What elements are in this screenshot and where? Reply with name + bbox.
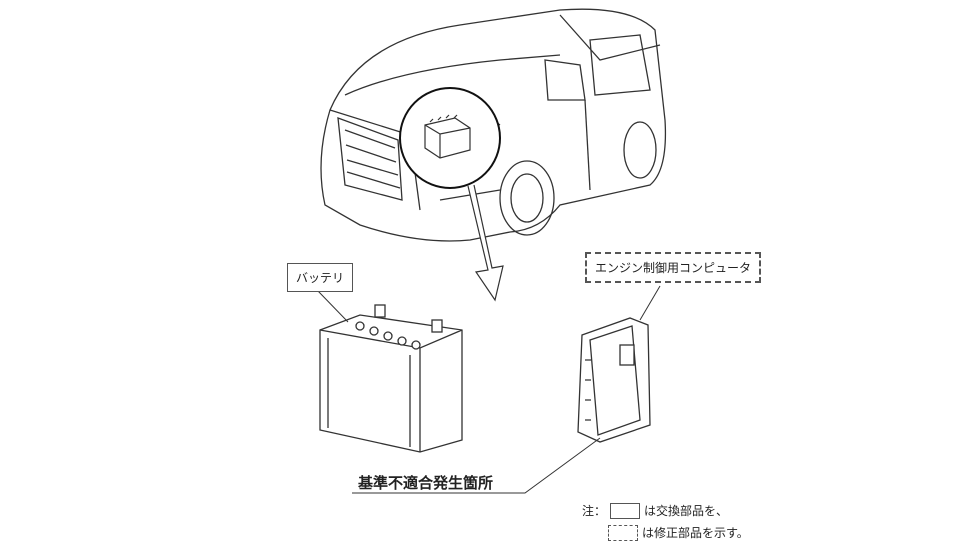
defect-location-title: 基準不適合発生箇所	[358, 474, 494, 492]
battery-illustration	[319, 304, 463, 453]
pointer-arrow	[467, 184, 504, 302]
legend: 注： は交換部品を、 は修正部品を示す。	[582, 500, 749, 544]
defect-leader-line	[352, 437, 601, 494]
legend-prefix: 注：	[582, 504, 607, 518]
ecu-illustration	[577, 317, 651, 443]
battery-leader-line	[317, 290, 349, 323]
detail-callout-circle	[399, 87, 501, 189]
detail-component	[424, 114, 471, 159]
legend-solid-text: は交換部品を、	[644, 504, 729, 518]
ecu-label: エンジン制御用コンピュータ	[585, 252, 762, 283]
ecu-leader-line	[639, 285, 661, 321]
legend-solid-swatch	[610, 503, 641, 519]
legend-dashed-swatch	[608, 525, 638, 541]
battery-label: バッテリ	[287, 263, 354, 292]
legend-dashed-text: は修正部品を示す。	[642, 526, 749, 540]
